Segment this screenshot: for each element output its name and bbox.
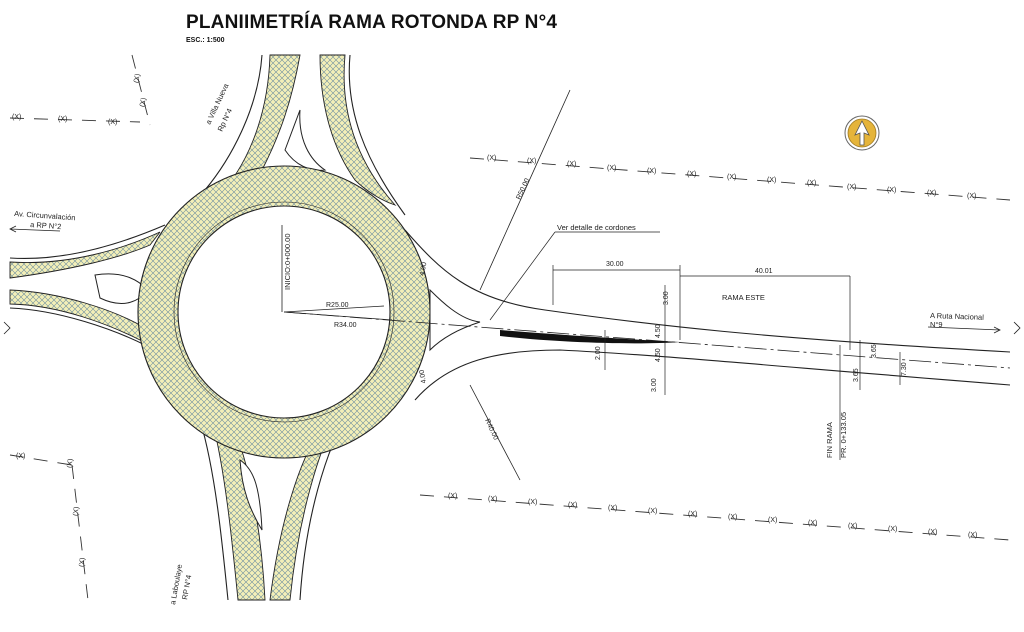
dim-r34: R34.00 (334, 322, 357, 329)
fence-mark: (X) (968, 532, 977, 539)
fence-mark: (X) (133, 73, 142, 83)
label-circunvalacion-rp: a RP N°2 (30, 220, 62, 231)
dim-365-bot: 3.65 (853, 368, 860, 382)
fence-mark: (X) (607, 165, 616, 172)
fence-mark: (X) (927, 190, 936, 197)
dim-450-bot: 4.50 (655, 348, 662, 362)
fence-mark: (X) (807, 180, 816, 187)
fence-mark: (X) (139, 97, 148, 107)
fence-mark: (X) (967, 193, 976, 200)
label-circunvalacion: Av. Circunvalación (14, 209, 76, 222)
fence-mark: (X) (73, 506, 81, 516)
dim-730: 7.30 (901, 362, 908, 376)
fence-mark: (X) (888, 526, 897, 533)
fence-mark: (X) (647, 168, 656, 175)
label-laboulaye-rp: RP N°4 (180, 574, 193, 600)
fence-mark: (X) (648, 508, 657, 515)
scale-label: ESC.: 1:500 (186, 37, 225, 44)
fence-mark: (X) (687, 171, 696, 178)
fence-mark: (X) (58, 116, 67, 123)
label-fin-pr: PR. 0+133.05 (839, 412, 848, 458)
fence-mark: (X) (528, 499, 537, 506)
sheet-break-marks (3, 321, 1021, 335)
dim-r50: R50.00 (515, 177, 531, 201)
fence-mark: (X) (16, 453, 25, 460)
fence-mark: (X) (728, 514, 737, 521)
fence-lines (9, 54, 1011, 601)
fence-mark: (X) (768, 517, 777, 524)
fence-mark: (X) (12, 114, 21, 121)
fence-mark: (X) (527, 158, 536, 165)
dim-30: 30.00 (606, 261, 624, 268)
label-rama-este: RAMA ESTE (722, 293, 765, 302)
fence-mark: (X) (488, 496, 497, 503)
fence-mark: (X) (487, 155, 496, 162)
ramp-islands (429, 288, 481, 352)
fence-mark: (X) (847, 184, 856, 191)
dim-r40: R40.00 (483, 418, 499, 442)
dimension-lines (489, 231, 901, 460)
dim-200: 2.00 (595, 346, 602, 360)
page-title: PLANIIMETRÍA RAMA ROTONDA RP N°4 (186, 12, 558, 33)
north-arrow-icon (844, 115, 880, 151)
fence-mark: (X) (108, 119, 117, 126)
fence-mark: (X) (767, 177, 776, 184)
fence-mark: (X) (688, 511, 697, 518)
fence-mark: (X) (448, 493, 457, 500)
dim-300-bot: 3.00 (651, 378, 658, 392)
fence-mark: (X) (567, 161, 576, 168)
dim-450-top: 4.50 (655, 324, 662, 338)
ramp-median (500, 330, 680, 344)
fence-mark: (X) (608, 505, 617, 512)
map-labels: a Villa Nueva Rp N°4 Av. Circunvalación … (14, 81, 984, 605)
fence-mark: (X) (568, 502, 577, 509)
label-ver-detalle: Ver detalle de cordones (557, 223, 636, 232)
label-inicio: INICIO:0+000.00 (283, 234, 292, 291)
label-ruta-nacional-n: N°9 (930, 320, 943, 329)
fence-mark: (X) (79, 557, 87, 567)
fence-marks: (X) (X) (X) (X) (X) (X) (X) (X) (X) (X) … (12, 73, 977, 567)
approach-islands (9, 54, 397, 601)
direction-arrows (9, 225, 1001, 334)
dim-r25: R25.00 (326, 302, 349, 309)
dim-4001: 40.01 (755, 268, 773, 275)
fence-mark: (X) (67, 458, 75, 468)
fence-mark: (X) (727, 174, 736, 181)
label-ruta-nacional: A Ruta Nacional (930, 311, 984, 322)
dim-400-top: 4.00 (419, 262, 428, 277)
fence-mark: (X) (928, 529, 937, 536)
dim-400-bot: 4.00 (419, 369, 428, 384)
fence-mark: (X) (808, 520, 817, 527)
label-fin-rama: FIN RAMA (825, 422, 834, 458)
dim-300-top: 3.00 (663, 291, 670, 305)
fence-mark: (X) (848, 523, 857, 530)
fence-mark: (X) (887, 187, 896, 194)
centerlines (281, 89, 1011, 481)
dim-365-top: 3.65 (871, 344, 878, 358)
